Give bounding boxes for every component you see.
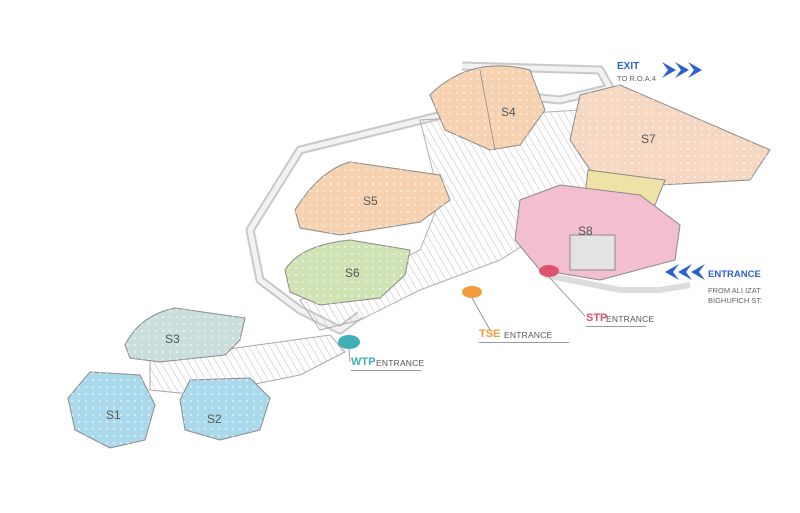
wtp-underline	[351, 370, 421, 371]
pod-s6	[284, 239, 411, 306]
pod-label-s2: S2	[207, 412, 222, 426]
entrance-line1: FROM ALI IZAT	[708, 286, 761, 295]
pod-label-s1: S1	[106, 408, 121, 422]
pod-label-s5: S5	[363, 194, 378, 208]
stp-underline	[586, 326, 646, 327]
stp-code: STP	[586, 312, 608, 324]
pod-s2	[179, 377, 271, 441]
entrance-line2: BIGHUFICH ST.	[708, 296, 763, 305]
exit-subtitle: TO R.O.A.4	[617, 74, 657, 83]
stp-marker	[539, 265, 559, 277]
pod-label-s4: S4	[501, 105, 516, 119]
pod-s1	[67, 371, 156, 449]
entrance-title: ENTRANCE	[708, 269, 761, 280]
tse-marker	[462, 286, 482, 298]
entrance-arrow-icon	[665, 264, 705, 280]
entrance-road	[544, 272, 691, 293]
wtp-code: WTP	[351, 356, 376, 368]
pod-s4	[429, 65, 546, 151]
tse-code: TSE	[479, 328, 501, 340]
pod-label-s8: S8	[578, 224, 593, 238]
pod-s3	[124, 307, 246, 363]
pod-s7	[569, 84, 771, 186]
tse-word: ENTRANCE	[504, 330, 553, 340]
wtp-word: ENTRANCE	[376, 358, 425, 368]
pod-label-s7: S7	[641, 132, 656, 146]
pod-label-s3: S3	[165, 332, 180, 346]
exit-title: EXIT	[617, 61, 640, 72]
stp-word: ENTRANCE	[606, 314, 655, 324]
tse-underline	[479, 342, 569, 343]
wtp-marker	[338, 335, 360, 349]
pod-s8	[514, 184, 681, 281]
pod-label-s6: S6	[345, 266, 360, 280]
exit-arrow-icon	[662, 62, 702, 78]
pod-s5	[294, 161, 451, 236]
